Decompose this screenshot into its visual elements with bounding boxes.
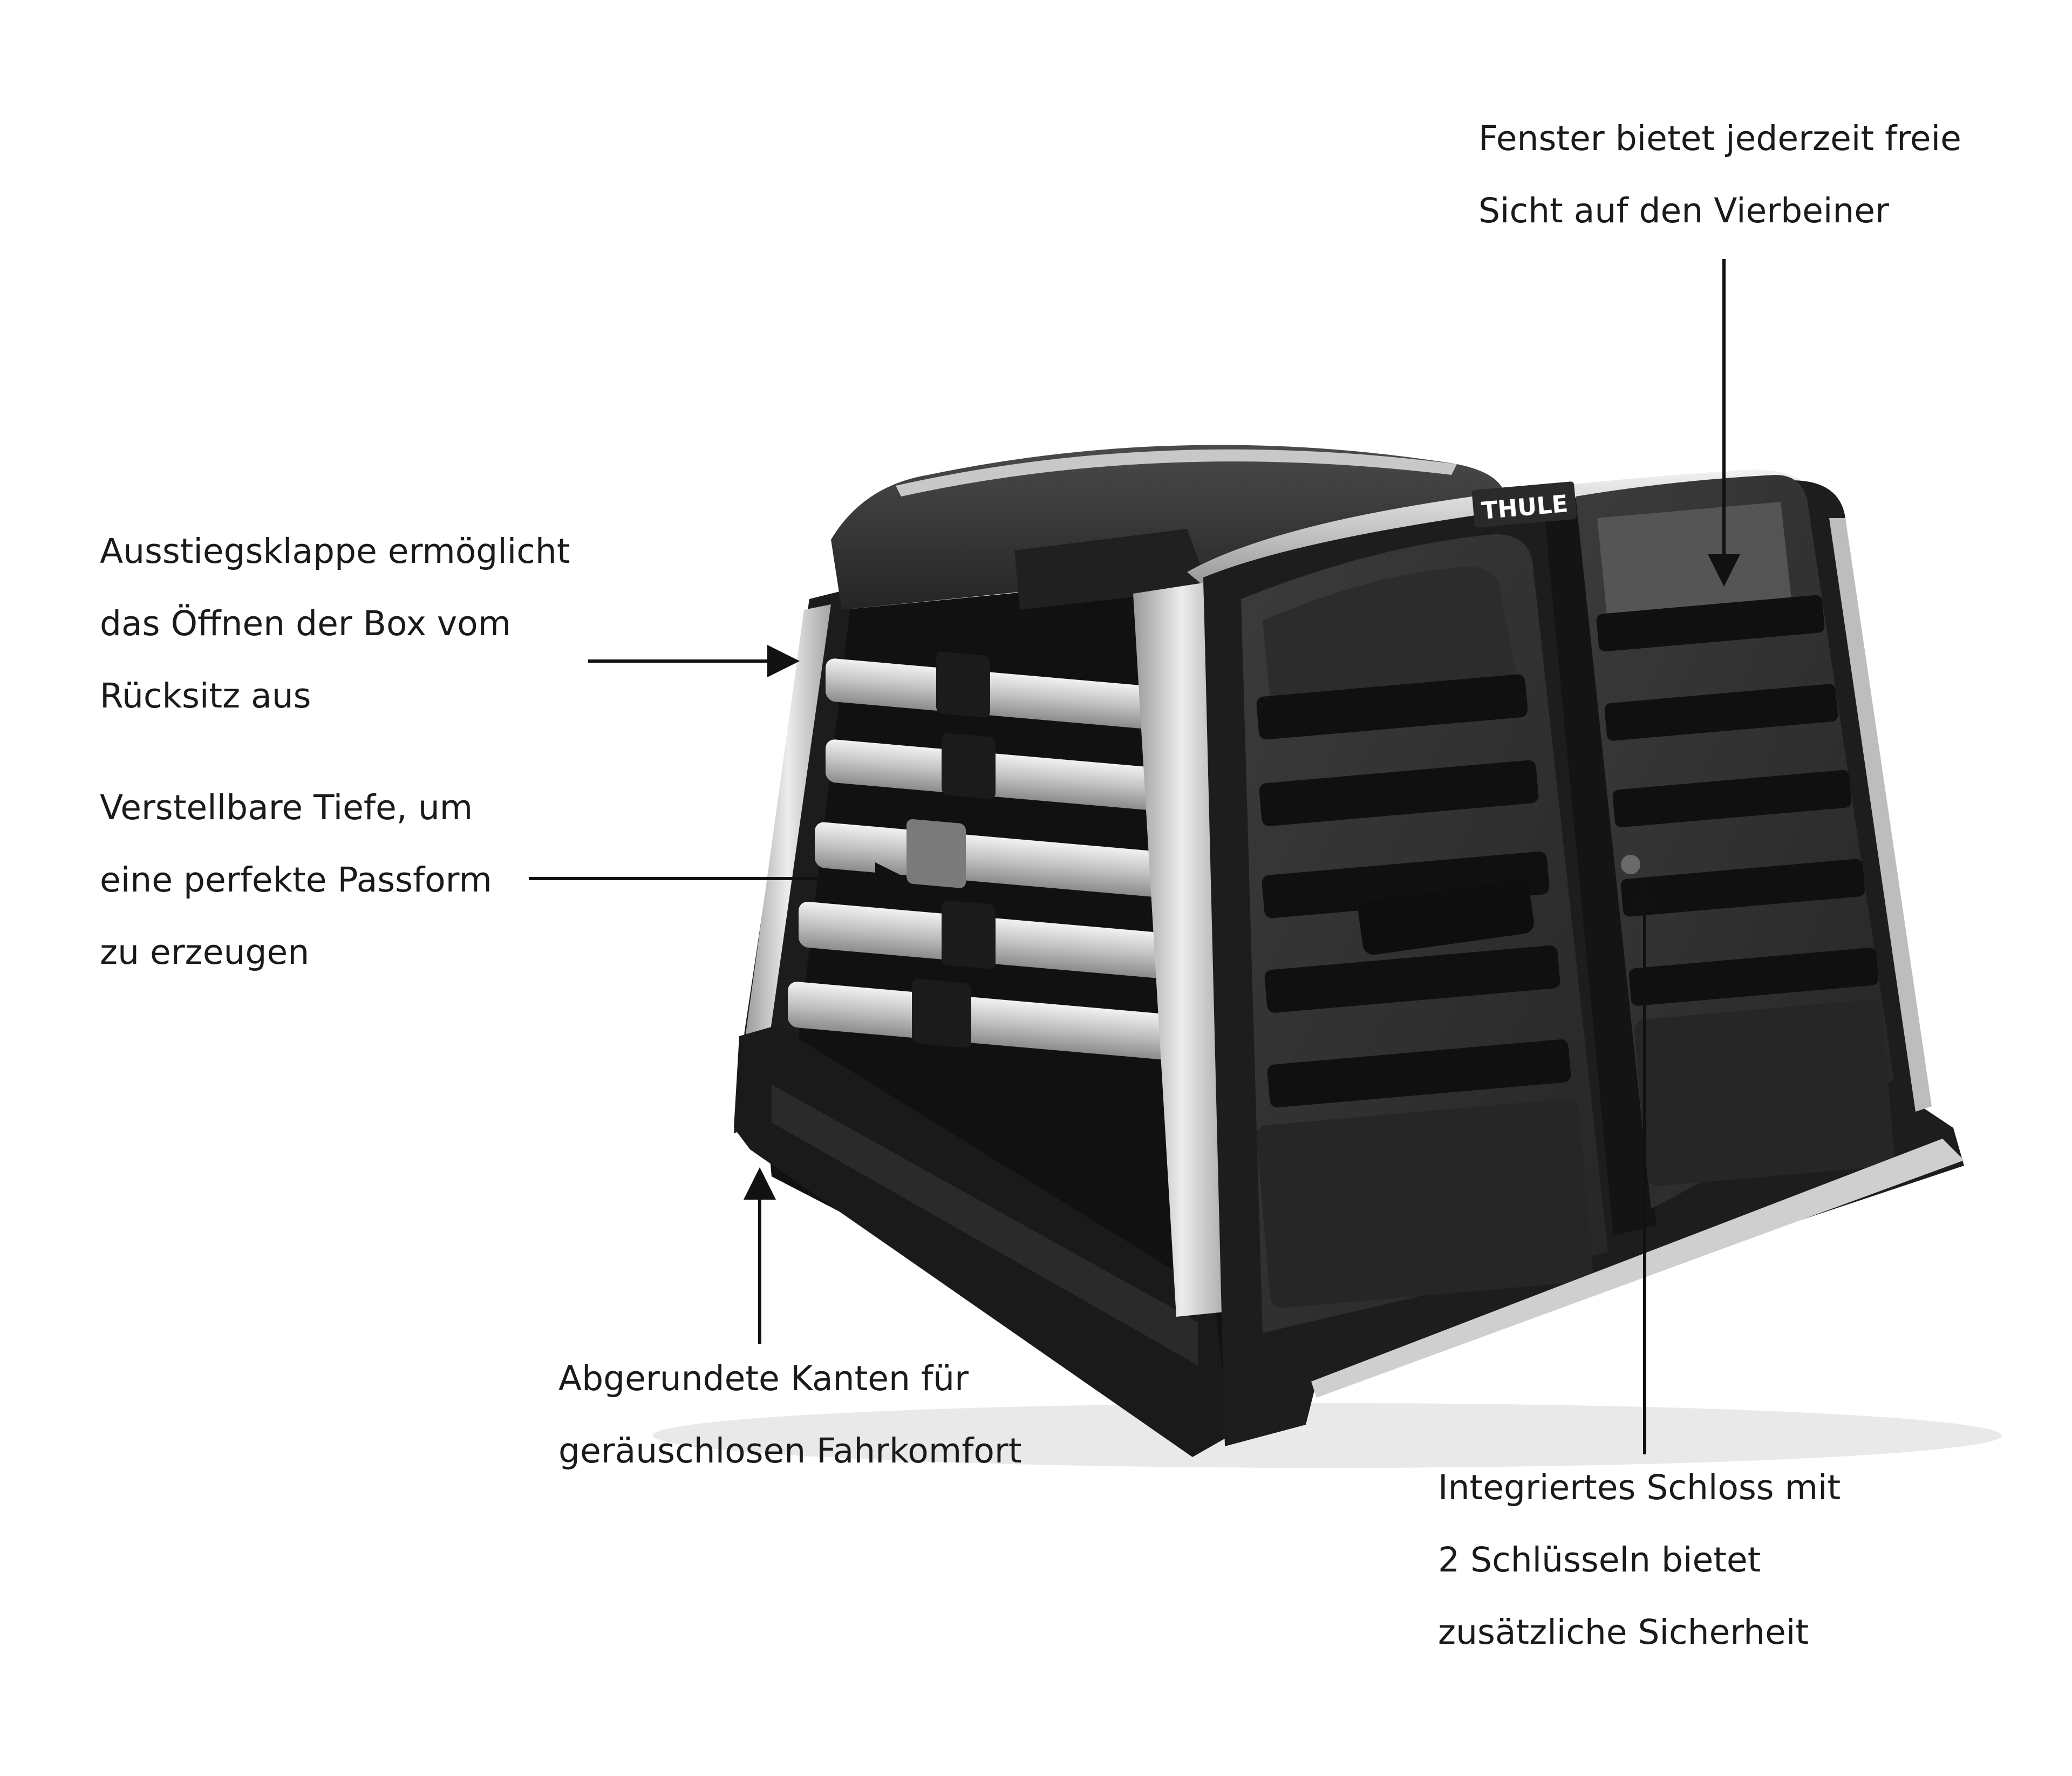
callout-exit-flap: Ausstiegsklappe ermöglicht das Öffnen de… bbox=[100, 515, 570, 732]
callout-window-line-2: Sicht auf den Vierbeiner bbox=[1478, 191, 1889, 230]
right-door-bars bbox=[1596, 595, 1879, 1006]
front-aluminum-post bbox=[1133, 583, 1230, 1317]
lock-cylinder bbox=[1621, 855, 1640, 874]
right-door-window bbox=[1597, 502, 1791, 626]
base-floor bbox=[772, 1085, 1198, 1365]
callout-depth-line-3: zu erzeugen bbox=[100, 933, 310, 972]
crate-roof bbox=[831, 445, 1506, 610]
callout-lock-line-1: Integriertes Schloss mit bbox=[1438, 1468, 1841, 1507]
callout-depth-line-2: eine perfekte Passform bbox=[100, 860, 492, 900]
left-aluminum-post bbox=[745, 604, 831, 1042]
callout-lock: Integriertes Schloss mit 2 Schlüsseln bi… bbox=[1438, 1452, 1841, 1669]
right-door-lower-panel bbox=[1634, 999, 1894, 1186]
side-rails bbox=[788, 651, 1182, 1061]
roof-front-rail bbox=[896, 449, 1457, 496]
callout-exit-flap-line-1: Ausstiegsklappe ermöglicht bbox=[100, 532, 570, 571]
callout-window-line-1: Fenster bietet jederzeit freie bbox=[1478, 119, 1961, 158]
left-door-handle bbox=[1358, 880, 1534, 955]
door-divider bbox=[1543, 496, 1657, 1236]
callout-lock-line-3: zusätzliche Sicherheit bbox=[1438, 1612, 1809, 1652]
crate-shadow bbox=[653, 1403, 2002, 1468]
callout-exit-flap-line-3: Rücksitz aus bbox=[100, 676, 311, 716]
left-door-bars bbox=[1256, 674, 1571, 1108]
thule-logo: THULE bbox=[1471, 481, 1577, 528]
callout-lock-line-2: 2 Schlüsseln bietet bbox=[1438, 1540, 1761, 1580]
bottom-aluminum-rail bbox=[1311, 1139, 1964, 1398]
right-aluminum-trim bbox=[1829, 518, 1932, 1112]
callout-edges: Abgerundete Kanten für geräuschlosen Fah… bbox=[558, 1343, 1022, 1487]
left-door-lower-panel bbox=[1256, 1099, 1593, 1308]
callout-edges-line-2: geräuschlosen Fahrkomfort bbox=[558, 1431, 1022, 1471]
callout-edges-line-1: Abgerundete Kanten für bbox=[558, 1359, 969, 1398]
callout-window: Fenster bietet jederzeit freie Sicht auf… bbox=[1478, 103, 1961, 247]
callout-depth-line-1: Verstellbare Tiefe, um bbox=[100, 788, 473, 827]
callout-depth: Verstellbare Tiefe, um eine perfekte Pas… bbox=[100, 772, 492, 989]
callout-exit-flap-line-2: das Öffnen der Box vom bbox=[100, 604, 512, 643]
